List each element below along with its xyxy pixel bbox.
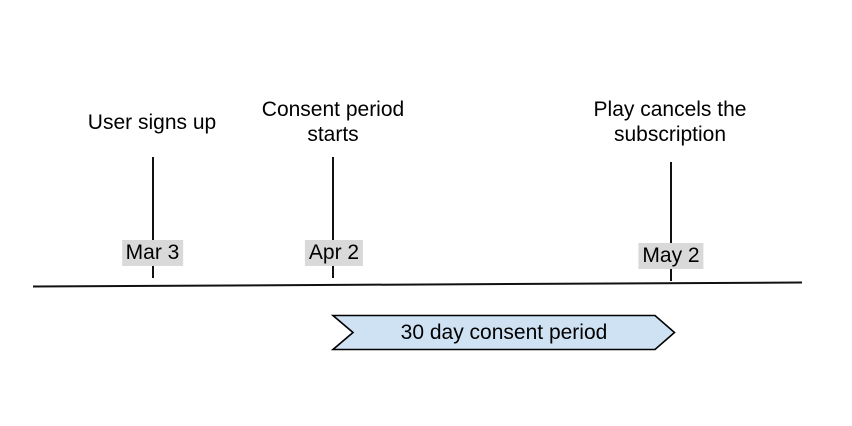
date-badge-mar-3: Mar 3	[121, 240, 184, 266]
timeline-line	[32, 281, 803, 288]
event-tick-user-signs-up	[151, 157, 154, 278]
event-tick-play-cancels-subscription	[670, 162, 672, 281]
event-label-user-signs-up: User signs up	[87, 110, 217, 134]
consent-period-banner-shape	[330, 314, 676, 351]
date-badge-apr-2: Apr 2	[304, 240, 364, 266]
event-label-consent-period-starts: Consent period starts	[261, 98, 405, 146]
event-tick-consent-period-starts	[332, 157, 334, 278]
consent-period-banner-label: 30 day consent period	[400, 321, 608, 344]
event-label-play-cancels-subscription: Play cancels the subscription	[593, 98, 747, 146]
date-badge-may-2: May 2	[638, 243, 704, 269]
